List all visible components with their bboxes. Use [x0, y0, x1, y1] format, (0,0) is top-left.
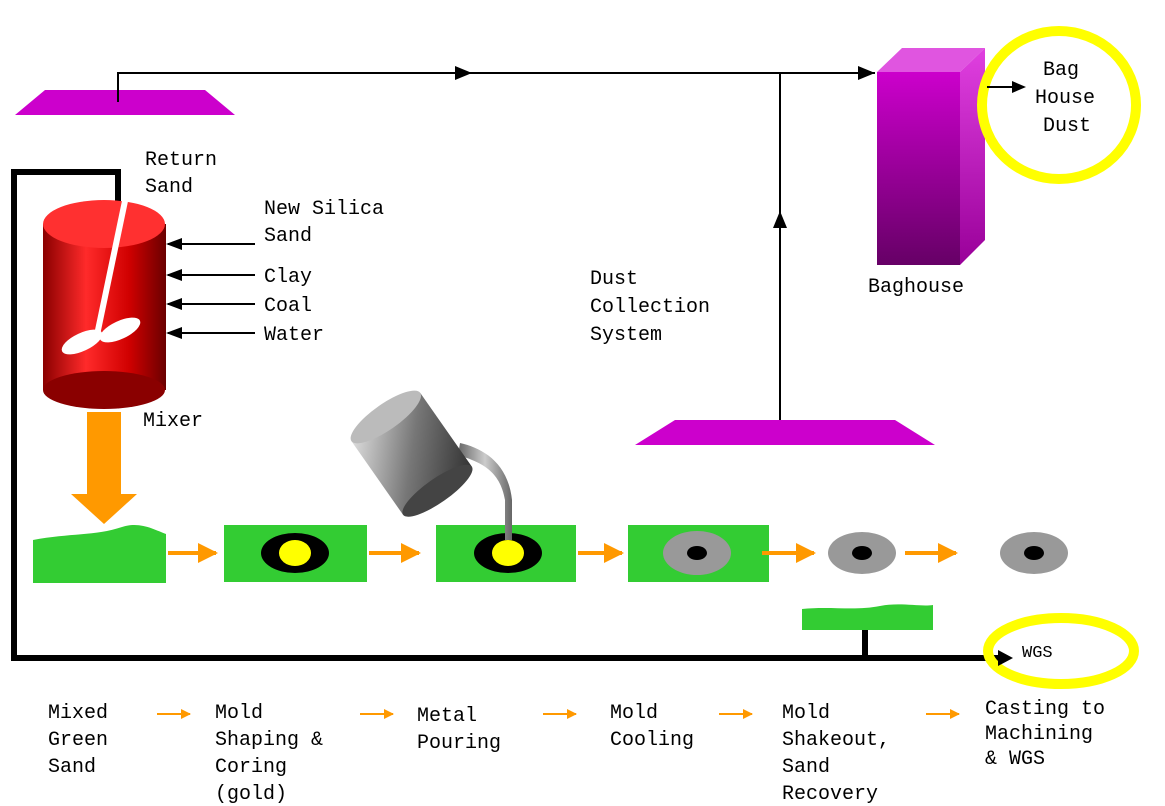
dust-hood-left [15, 90, 235, 115]
dust-duct-line-top [118, 73, 875, 102]
mixed-green-sand-block [33, 525, 166, 583]
bag-house-dust-label: Bag House Dust [1035, 59, 1107, 138]
step-mold-shaping: Mold Shaping & Coring (gold) [215, 702, 335, 806]
wgs-arrowhead [998, 650, 1013, 666]
dust-collection-label: Dust Collection System [590, 268, 722, 347]
step-casting-to-machining: Casting to Machining & WGS [985, 698, 1117, 771]
recovered-sand-block [802, 604, 933, 630]
mixer-output-arrow [71, 412, 137, 524]
wgs-circle [988, 618, 1134, 684]
cooling-core [687, 546, 707, 560]
step-mold-cooling: Mold Cooling [610, 702, 694, 752]
wgs-label: WGS [1022, 644, 1053, 663]
shakeout-core [852, 546, 872, 560]
step-metal-pouring: Metal Pouring [417, 705, 501, 755]
return-sand-label: Return Sand [145, 149, 229, 199]
coal-arrowhead [166, 298, 182, 310]
water-label: Water [264, 324, 324, 347]
water-arrowhead [166, 327, 182, 339]
dust-duct-arrow-1 [455, 66, 472, 80]
clay-label: Clay [264, 266, 312, 289]
new-silica-arrowhead [166, 238, 182, 250]
dust-duct-arrow-up [773, 211, 787, 228]
pour-metal [492, 540, 524, 566]
step-mixed-green-sand: Mixed Green Sand [48, 702, 120, 779]
coal-label: Coal [264, 295, 312, 318]
final-core [1024, 546, 1044, 560]
ladle-icon [344, 382, 512, 540]
gold-core [279, 540, 311, 566]
baghouse-unit [877, 48, 985, 265]
baghouse-label: Baghouse [868, 276, 964, 299]
dust-duct-arrow-2 [858, 66, 875, 80]
clay-arrowhead [166, 269, 182, 281]
bag-house-dust-arrowhead [1012, 81, 1026, 93]
step-mold-shakeout: Mold Shakeout, Sand Recovery [782, 702, 902, 806]
mixer-cylinder [43, 200, 166, 409]
dust-hood-right [635, 420, 935, 445]
new-silica-label: New Silica Sand [264, 198, 396, 248]
mixer-label: Mixer [143, 410, 203, 433]
